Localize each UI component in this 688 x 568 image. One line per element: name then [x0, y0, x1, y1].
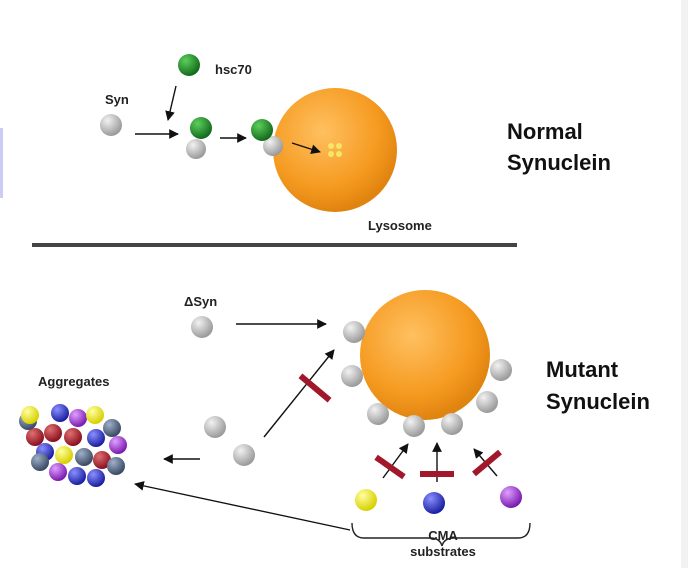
aggregates-label: Aggregates: [38, 374, 110, 389]
bound-syn: [341, 365, 363, 387]
mutant-title-line2: Synuclein: [546, 389, 650, 414]
aggregate-particle: [75, 448, 93, 466]
bound-syn: [476, 391, 498, 413]
syn-docked: [263, 136, 283, 156]
cma-substrate-purple: [500, 486, 522, 508]
inhibitor-bar: [298, 373, 332, 403]
normal-title-line2: Synuclein: [507, 150, 611, 175]
bound-syn: [367, 403, 389, 425]
arrow-hsc70-down: [165, 85, 177, 121]
cma-substrate-yellow: [355, 489, 377, 511]
free-syn: [204, 416, 226, 438]
cma-substrates-brace: [351, 522, 531, 547]
asyn-molecule: [191, 316, 213, 338]
aggregate-particle: [68, 467, 86, 485]
hsc70-docked: [251, 119, 273, 141]
aggregate-particle: [21, 406, 39, 424]
bound-syn: [343, 321, 365, 343]
aggregate-particle: [49, 463, 67, 481]
aggregate-particle: [31, 453, 49, 471]
aggregate-particle: [87, 429, 105, 447]
cma-label-line2: substrates: [410, 544, 476, 559]
syn-label: Syn: [105, 92, 129, 107]
hsc70-label: hsc70: [215, 62, 252, 77]
inhibitor-bar: [420, 471, 454, 477]
aggregate-particle: [86, 406, 104, 424]
asyn-label: ΔSyn: [184, 294, 217, 309]
cma-label-line1: CMA: [428, 528, 458, 543]
aggregate-particle: [87, 469, 105, 487]
aggregate-particle: [55, 446, 73, 464]
arrow-into-lysosome: [291, 142, 321, 154]
cma-substrate-blue: [423, 492, 445, 514]
bound-syn: [490, 359, 512, 381]
lysosome-normal: [273, 88, 397, 212]
hsc70-molecule: [178, 54, 200, 76]
normal-panel: hsc70 Syn Lysosome Normal Synuclein: [100, 54, 611, 233]
normal-title-line1: Normal: [507, 119, 583, 144]
bound-syn: [403, 415, 425, 437]
syn-in-complex: [186, 139, 206, 159]
hsc70-in-complex: [190, 117, 212, 139]
lysosome-core-dot: [328, 143, 334, 149]
lysosome-core-dot: [336, 151, 342, 157]
inhibitor-bar: [374, 454, 406, 480]
arrow-substrate-left: [382, 443, 409, 479]
lysosome-label: Lysosome: [368, 218, 432, 233]
mutant-title-line1: Mutant: [546, 357, 619, 382]
lysosome-core-dot: [328, 151, 334, 157]
aggregate-particle: [109, 436, 127, 454]
inhibitor-bar: [472, 449, 502, 477]
aggregate-particle: [26, 428, 44, 446]
left-edge-marker: [0, 128, 3, 198]
lysosome-core-dot: [336, 143, 342, 149]
aggregate-particle: [51, 404, 69, 422]
aggregate-cluster: [19, 404, 127, 487]
aggregate-particle: [103, 419, 121, 437]
arrow-syn-to-lysosome-blocked: [263, 349, 335, 438]
free-syn: [233, 444, 255, 466]
mutant-panel: ΔSyn Aggregates: [19, 290, 650, 559]
bound-syn: [441, 413, 463, 435]
aggregate-particle: [64, 428, 82, 446]
aggregate-particle: [93, 451, 111, 469]
scrollbar-track: [681, 0, 688, 568]
aggregate-particle: [69, 409, 87, 427]
syn-molecule: [100, 114, 122, 136]
lysosome-mutant: [360, 290, 490, 420]
arrow-substrates-to-aggregates: [134, 481, 351, 531]
aggregate-particle: [44, 424, 62, 442]
aggregate-particle: [107, 457, 125, 475]
